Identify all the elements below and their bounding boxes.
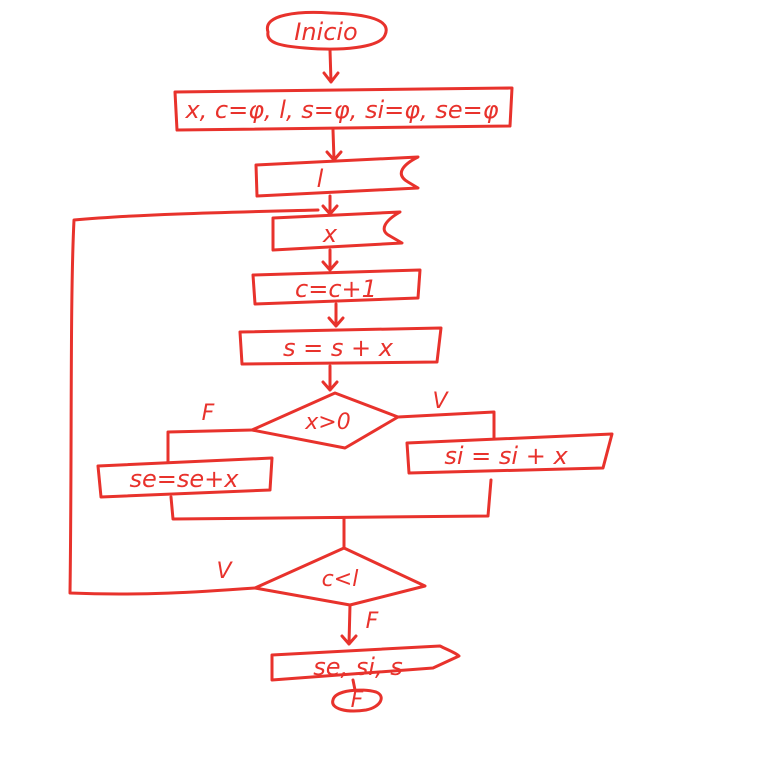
loop-false-label: F <box>366 609 379 634</box>
decision-sign-diamond: x>0 <box>250 391 400 450</box>
connector-readl-readx <box>321 194 339 216</box>
sum-process-box: s = s + x <box>238 326 443 366</box>
connector-init-readl <box>325 128 343 162</box>
input-l-box: l <box>254 155 420 198</box>
connector-sum-decision <box>321 364 339 392</box>
output-label: se, si, s <box>313 653 402 681</box>
pos-sum-label: si = si + x <box>444 442 568 470</box>
output-display-box: se, si, s <box>270 644 461 682</box>
decision-loop-diamond: c<l <box>253 546 427 607</box>
connector-readx-counter <box>321 248 339 272</box>
end-label: F <box>351 688 364 713</box>
false-branch-line <box>166 428 254 464</box>
connector-output-end <box>351 678 357 692</box>
neg-sum-process-box: se=se+x <box>96 456 274 499</box>
sum-label: s = s + x <box>283 334 394 362</box>
start-terminal: Inicio <box>265 10 388 51</box>
connector-start-init <box>322 48 340 84</box>
input-l-label: l <box>317 165 324 193</box>
branch-true-label: V <box>432 389 449 414</box>
branch-false-label: F <box>202 401 215 426</box>
merge-line <box>169 478 493 550</box>
decision-sign-label: x>0 <box>304 410 350 435</box>
loop-back-line <box>68 208 320 596</box>
counter-process-box: c=c+1 <box>251 268 422 306</box>
init-label: x, c=φ, l, s=φ, si=φ, se=φ <box>184 96 498 124</box>
neg-sum-label: se=se+x <box>130 465 240 493</box>
init-process-box: x, c=φ, l, s=φ, si=φ, se=φ <box>173 86 514 132</box>
connector-loop-exit <box>340 603 358 646</box>
input-x-label: x <box>322 220 338 248</box>
connector-counter-sum <box>327 302 345 328</box>
counter-label: c=c+1 <box>295 275 377 303</box>
true-branch-line <box>396 410 496 440</box>
decision-loop-label: c<l <box>322 567 359 592</box>
input-x-box: x <box>271 210 404 252</box>
start-label: Inicio <box>294 18 358 46</box>
end-terminal: F <box>331 688 383 713</box>
loop-true-label: V <box>216 559 233 584</box>
pos-sum-process-box: si = si + x <box>405 432 614 475</box>
